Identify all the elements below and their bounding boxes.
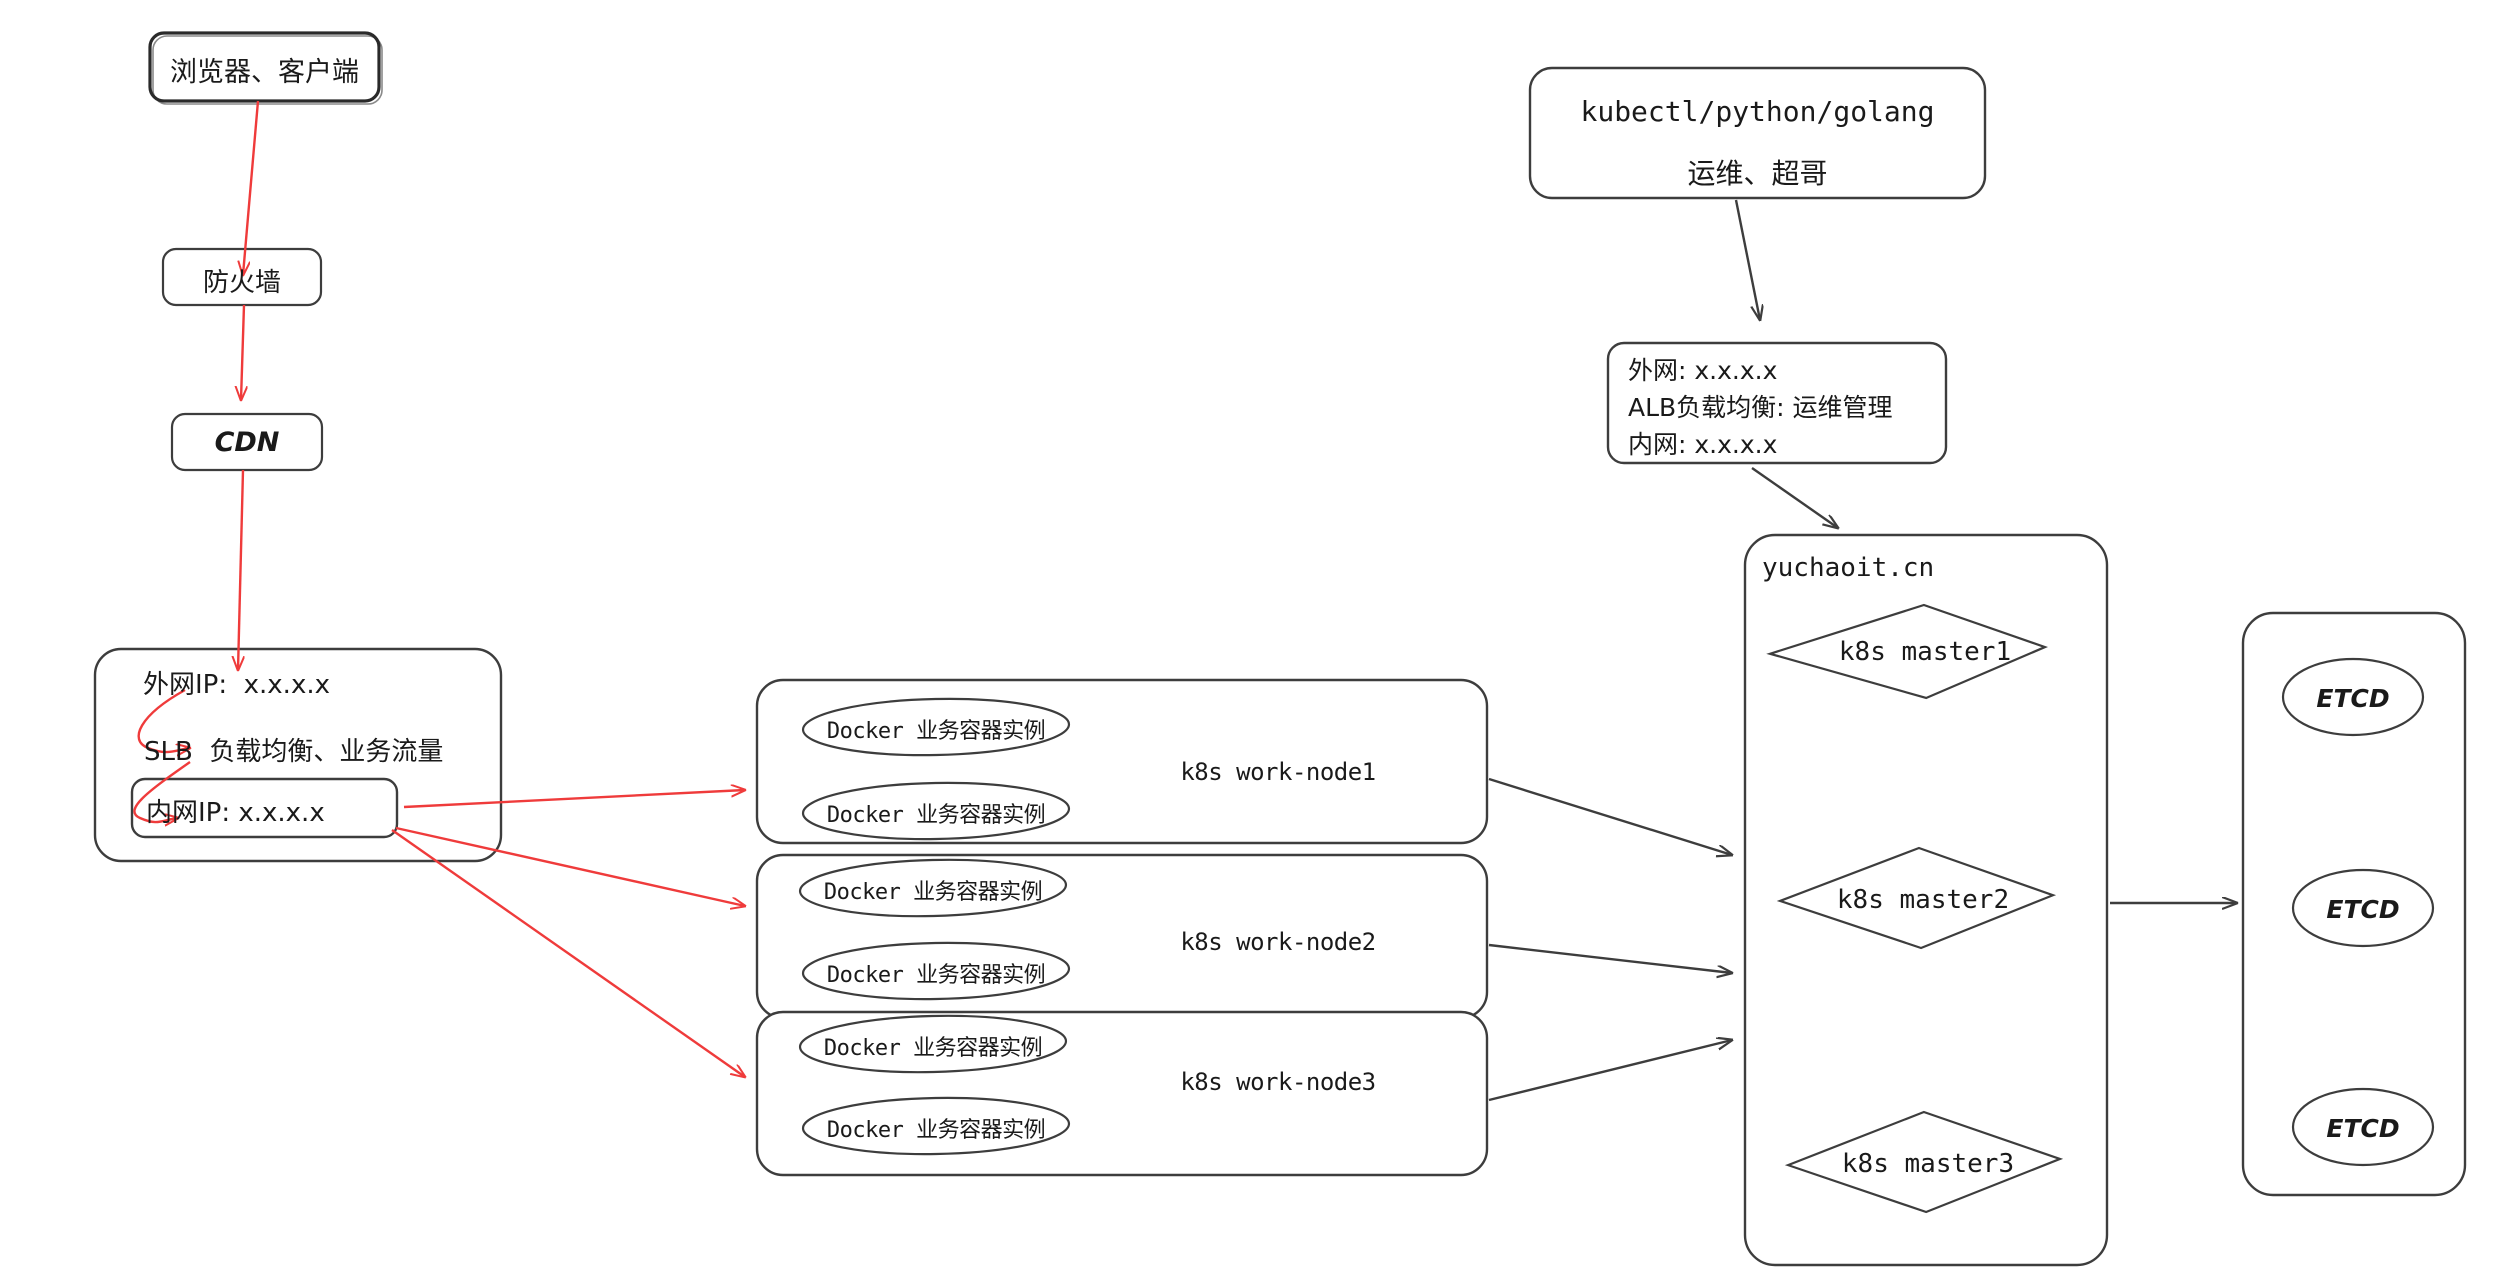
- master-diamond: [1766, 603, 2049, 700]
- arrow-slb-public-to-role: [137, 688, 190, 752]
- arrow-slb-role-to-private: [133, 761, 191, 822]
- arrow-cdn-to-slb: [238, 469, 243, 670]
- arrow-tools-to-alb: [1734, 199, 1760, 320]
- container-ellipse: [801, 1096, 1071, 1156]
- arrow-alb-to-control-plane: [1751, 467, 1838, 528]
- firewall-box-shape: [161, 247, 323, 307]
- container-ellipse: [801, 697, 1071, 757]
- master-diamond: [1784, 1110, 2064, 1214]
- container-ellipse: [801, 781, 1071, 841]
- cdn-box-shape: [170, 412, 324, 472]
- container-ellipse: [801, 941, 1071, 1001]
- traffic-arrows: [133, 100, 260, 822]
- work-node1-box-shape: [755, 678, 1489, 845]
- control-arrows: [1488, 199, 2237, 1102]
- container-ellipse: [798, 858, 1068, 918]
- arrow-node3-to-control-plane: [1488, 1040, 1732, 1102]
- slb-to-worknode-arrows: [391, 790, 745, 1077]
- master-diamond: [1776, 846, 2057, 950]
- browser-client-box-shape: [148, 31, 383, 105]
- arrow-slb-to-node3: [391, 829, 745, 1077]
- ops-tools-box-shape: [1528, 66, 1987, 200]
- arrow-node1-to-control-plane: [1488, 777, 1732, 855]
- arrow-firewall-to-cdn: [241, 304, 244, 400]
- arrow-node2-to-control-plane: [1488, 943, 1732, 973]
- work-node2-box-shape: [755, 853, 1489, 1020]
- arrow-browser-to-firewall: [243, 100, 260, 275]
- etcd-cluster-box-shape: [2241, 611, 2467, 1197]
- container-ellipse: [798, 1014, 1068, 1074]
- arrow-slb-to-node1: [403, 790, 745, 809]
- arrow-slb-to-node2: [395, 826, 745, 906]
- slb-box-shape: [93, 647, 503, 863]
- alb-box-shape: [1606, 341, 1948, 465]
- etcd-ellipse: [2291, 868, 2435, 948]
- control-plane-box-shape: [1743, 533, 2109, 1267]
- etcd-ellipse: [2281, 657, 2425, 737]
- work-node3-box-shape: [755, 1010, 1489, 1177]
- etcd-ellipse: [2291, 1087, 2435, 1167]
- slb-private-ip-box-shape: [130, 777, 399, 839]
